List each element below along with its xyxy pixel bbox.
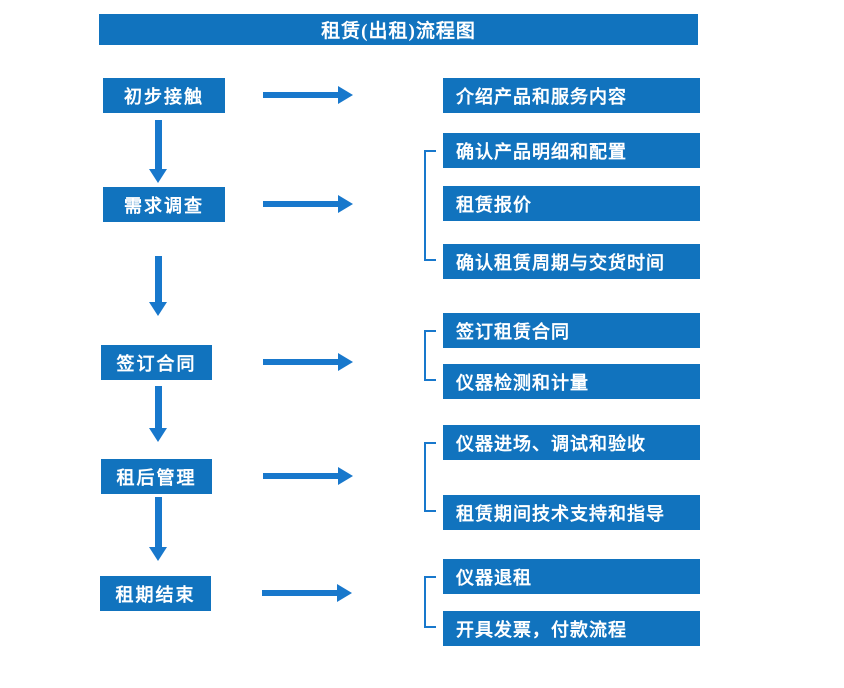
down-arrow-3 <box>149 386 167 442</box>
detail-box-sign-rental-contract: 签订租赁合同 <box>443 313 700 348</box>
bracket-group-5 <box>424 576 436 628</box>
down-arrow-4 <box>149 497 167 561</box>
flowchart-title: 租赁(出租)流程图 <box>321 21 476 42</box>
flowchart-title-bar: 租赁(出租)流程图 <box>99 14 698 45</box>
stage-box-sign-contract: 签订合同 <box>101 345 212 380</box>
detail-box-instrument-return: 仪器退租 <box>443 559 700 594</box>
detail-box-confirm-product-config: 确认产品明细和配置 <box>443 133 700 168</box>
right-arrow-1 <box>263 86 353 104</box>
detail-box-rental-quote: 租赁报价 <box>443 186 700 221</box>
right-arrow-3 <box>263 353 353 371</box>
down-arrowhead-icon <box>149 547 167 561</box>
arrow-shaft <box>263 473 338 479</box>
down-arrow-1 <box>149 120 167 183</box>
bracket-group-3 <box>424 330 436 381</box>
detail-box-tech-support: 租赁期间技术支持和指导 <box>443 495 700 530</box>
arrow-shaft <box>263 359 338 365</box>
detail-box-confirm-period-delivery: 确认租赁周期与交货时间 <box>443 244 700 279</box>
right-arrowhead-icon <box>338 86 353 104</box>
arrow-shaft <box>263 92 338 98</box>
detail-box-invoice-payment: 开具发票，付款流程 <box>443 611 700 646</box>
stage-box-lease-end: 租期结束 <box>100 576 211 611</box>
down-arrowhead-icon <box>149 169 167 183</box>
arrow-shaft <box>154 120 162 169</box>
right-arrowhead-icon <box>338 353 353 371</box>
down-arrowhead-icon <box>149 302 167 316</box>
arrow-shaft <box>154 497 162 547</box>
bracket-group-4 <box>424 442 436 512</box>
arrow-shaft <box>154 386 162 428</box>
detail-box-instrument-testing: 仪器检测和计量 <box>443 364 700 399</box>
down-arrow-2 <box>149 256 167 316</box>
down-arrowhead-icon <box>149 428 167 442</box>
arrow-shaft <box>154 256 162 302</box>
detail-box-instrument-setup: 仪器进场、调试和验收 <box>443 425 700 460</box>
right-arrow-2 <box>263 195 353 213</box>
stage-box-post-rental-management: 租后管理 <box>101 459 212 494</box>
arrow-shaft <box>263 201 338 207</box>
right-arrowhead-icon <box>337 584 352 602</box>
stage-box-demand-survey: 需求调查 <box>103 187 225 222</box>
right-arrowhead-icon <box>338 195 353 213</box>
bracket-group-2 <box>424 150 436 261</box>
detail-box-intro-products: 介绍产品和服务内容 <box>443 78 700 113</box>
stage-box-initial-contact: 初步接触 <box>103 78 225 113</box>
right-arrow-4 <box>263 467 353 485</box>
arrow-shaft <box>262 590 337 596</box>
right-arrowhead-icon <box>338 467 353 485</box>
right-arrow-5 <box>262 584 352 602</box>
